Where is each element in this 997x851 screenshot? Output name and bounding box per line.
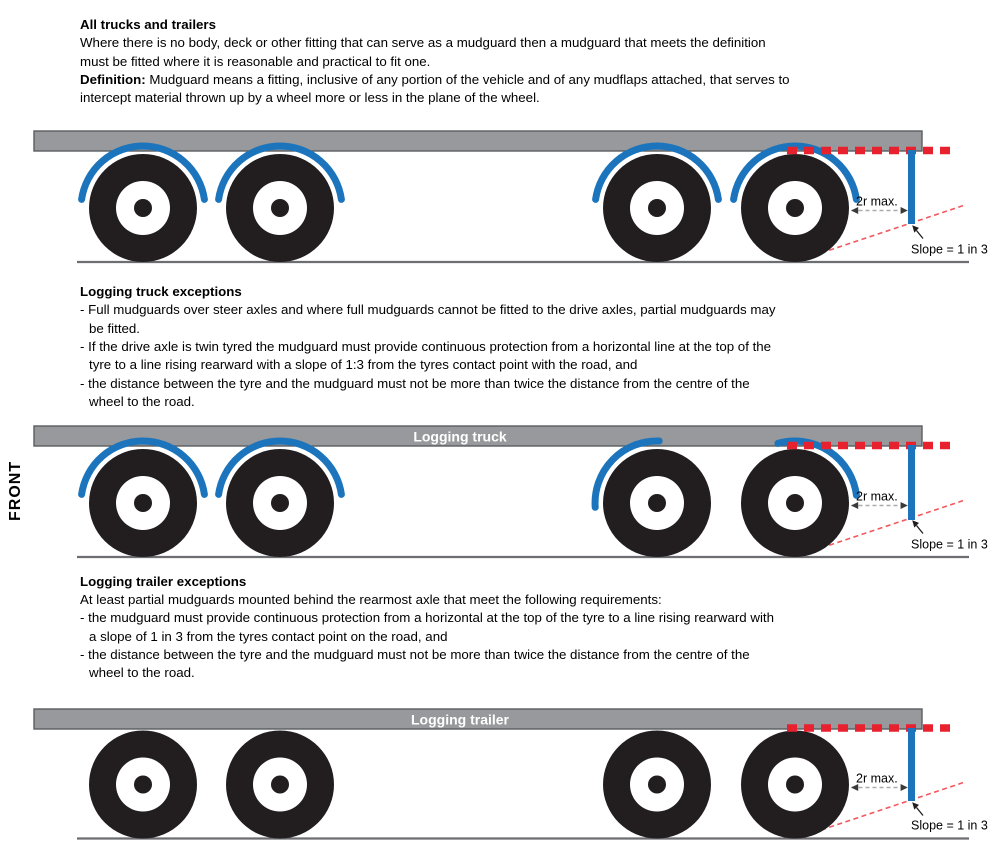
text-line: - the distance between the tyre and the … [80, 646, 750, 662]
wheel-hub [648, 494, 666, 512]
slope-label: Slope = 1 in 3 [911, 538, 988, 552]
wheel [741, 154, 849, 262]
definition-line: Definition: Mudguard means a fitting, in… [80, 71, 790, 89]
mudguard-arc-partial-front [591, 437, 663, 511]
slope-label: Slope = 1 in 3 [911, 819, 988, 833]
wheel-hub [786, 775, 804, 794]
slope-pointer-line [915, 230, 924, 239]
logging-truck-title: Logging truck exceptions [80, 284, 242, 299]
wheel-hub [786, 199, 804, 217]
mudguard-arc-partial-rear [774, 437, 860, 499]
text-line: - the distance between the tyre and the … [80, 375, 750, 391]
arrowhead-left [851, 502, 859, 509]
two-r-max-label: 2r max. [856, 772, 898, 786]
deck-label: Logging truck [413, 429, 507, 445]
diagram-logging-trailer: Logging trailer 2r max. Slope = 1 in 3 [33, 708, 988, 840]
text-line: must be fitted where it is reasonable an… [80, 53, 431, 69]
wheel [741, 449, 849, 557]
definition-text: Mudguard means a fitting, inclusive of a… [145, 72, 790, 88]
text-line: be fitted. [89, 320, 141, 336]
wheel-hub [134, 199, 152, 217]
slope-pointer-arrow [912, 225, 919, 233]
slope-pointer-line [915, 807, 924, 816]
mudguard-arc-full [78, 437, 208, 498]
wheel-hub [134, 494, 152, 512]
wheel-hub [786, 494, 804, 512]
logging-trailer-title: Logging trailer exceptions [80, 573, 247, 589]
text-line: wheel to the road. [89, 665, 195, 681]
wheel [89, 154, 197, 262]
definition-label: Definition: [80, 72, 146, 88]
arrowhead-right [900, 207, 908, 214]
wheel [89, 449, 197, 557]
slope-pointer-arrow [912, 802, 919, 810]
wheel-hub [648, 775, 666, 794]
mudguard-arc-full [215, 437, 345, 498]
wheel-hub [271, 199, 289, 217]
arrowhead-left [851, 784, 859, 791]
mudguard-arc-full [78, 142, 208, 203]
text-line: Where there is no body, deck or other fi… [80, 35, 766, 51]
diagram-logging-truck: FRONT Logging truck 2r max. Slope = 1 in… [7, 425, 988, 559]
text-line: - If the drive axle is twin tyred the mu… [80, 339, 772, 355]
text-line: wheel to the road. [89, 394, 195, 410]
mudguard-arc-full [215, 142, 345, 203]
mudguard-arc-full [592, 142, 722, 203]
all-trucks-title: All trucks and trailers [80, 17, 216, 32]
deck-label: Logging trailer [411, 712, 510, 728]
deck-bar [33, 130, 923, 152]
wheel-hub [134, 775, 152, 794]
text-line: intercept material thrown up by a wheel … [80, 90, 540, 106]
slope-pointer-line [915, 525, 924, 534]
wheel [603, 449, 711, 557]
two-r-max-label: 2r max. [856, 490, 898, 504]
wheel [226, 154, 334, 262]
wheel [89, 730, 197, 839]
wheel [603, 730, 711, 839]
wheel-hub [648, 199, 666, 217]
slope-pointer-arrow [912, 520, 919, 528]
slope-label: Slope = 1 in 3 [911, 243, 988, 257]
text-line: At least partial mudguards mounted behin… [80, 591, 662, 607]
arrowhead-right [900, 502, 908, 509]
section-logging-truck-text: Logging truck exceptions - Full mudguard… [80, 283, 776, 411]
text-line: tyre to a line rising rearward with a sl… [89, 357, 638, 373]
wheel [226, 730, 334, 839]
diagram-all-trucks-trailers: 2r max. Slope = 1 in 3 [33, 130, 988, 264]
two-r-max-label: 2r max. [856, 195, 898, 209]
mudguard-arc-full [730, 142, 860, 203]
wheel-hub [271, 775, 289, 794]
arrowhead-left [851, 207, 859, 214]
deck-bar [33, 708, 923, 730]
text-line: - the mudguard must provide continuous p… [80, 610, 775, 626]
wheel [603, 154, 711, 262]
text-line: - Full mudguards over steer axles and wh… [80, 302, 776, 318]
wheel [226, 449, 334, 557]
wheel-hub [271, 494, 289, 512]
wheel [741, 730, 849, 839]
deck-bar [33, 425, 923, 447]
section-logging-trailer-text: Logging trailer exceptions At least part… [80, 573, 774, 683]
front-label: FRONT [7, 461, 24, 521]
text-line: a slope of 1 in 3 from the tyres contact… [89, 628, 448, 644]
section-all-trucks-text: All trucks and trailers Where there is n… [80, 16, 790, 108]
arrowhead-right [900, 784, 908, 791]
